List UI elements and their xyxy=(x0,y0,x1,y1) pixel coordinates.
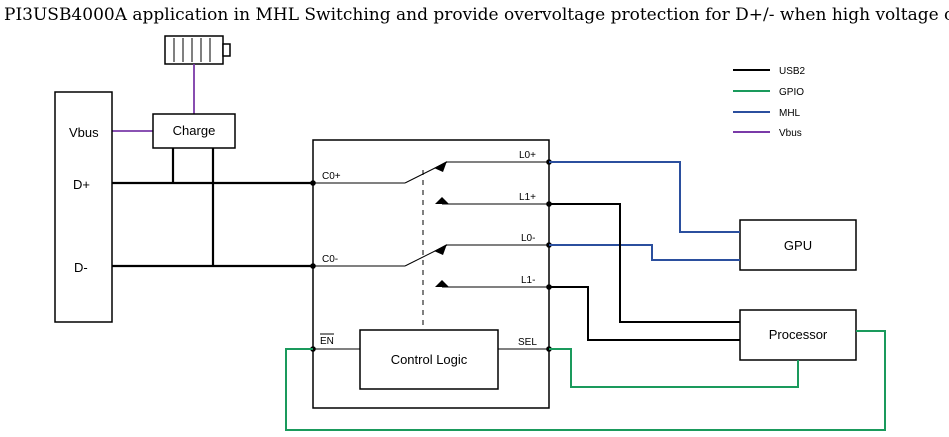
pin-en: EN xyxy=(320,336,334,347)
internal-switch xyxy=(313,161,549,330)
usb2-processor-wires xyxy=(549,203,740,341)
legend: USB2 GPIO MHL Vbus xyxy=(733,66,806,139)
control-logic-box xyxy=(359,329,499,390)
pin-sel: SEL xyxy=(518,337,537,348)
dminus-label: D- xyxy=(74,260,88,275)
charge-label: Charge xyxy=(173,123,216,138)
processor-label: Processor xyxy=(769,327,828,342)
control-logic-label: Control Logic xyxy=(391,352,468,367)
charge-box xyxy=(152,113,236,149)
mhl-wires xyxy=(549,161,740,261)
usb-connector xyxy=(54,91,113,323)
gpu-box xyxy=(739,219,857,271)
legend-label-vbus: Vbus xyxy=(779,128,802,139)
diagram-title: PI3USB4000A application in MHL Switching… xyxy=(4,5,949,25)
dplus-label: D+ xyxy=(73,177,90,192)
pin-l1plus: L1+ xyxy=(519,192,536,203)
legend-label-usb2: USB2 xyxy=(779,66,806,77)
pin-l0minus: L0- xyxy=(521,233,535,244)
gpu-label: GPU xyxy=(784,238,812,253)
legend-label-gpio: GPIO xyxy=(779,87,804,98)
processor-box xyxy=(739,309,857,361)
pin-c0minus: C0- xyxy=(322,254,338,265)
legend-label-mhl: MHL xyxy=(779,108,801,119)
pin-c0plus: C0+ xyxy=(322,171,341,182)
usb2-wires xyxy=(112,148,313,268)
pin-l1minus: L1- xyxy=(521,275,535,286)
gpio-wires xyxy=(285,330,886,431)
pin-l0plus: L0+ xyxy=(519,150,536,161)
battery-icon xyxy=(164,35,231,65)
vbus-label: Vbus xyxy=(69,125,99,140)
